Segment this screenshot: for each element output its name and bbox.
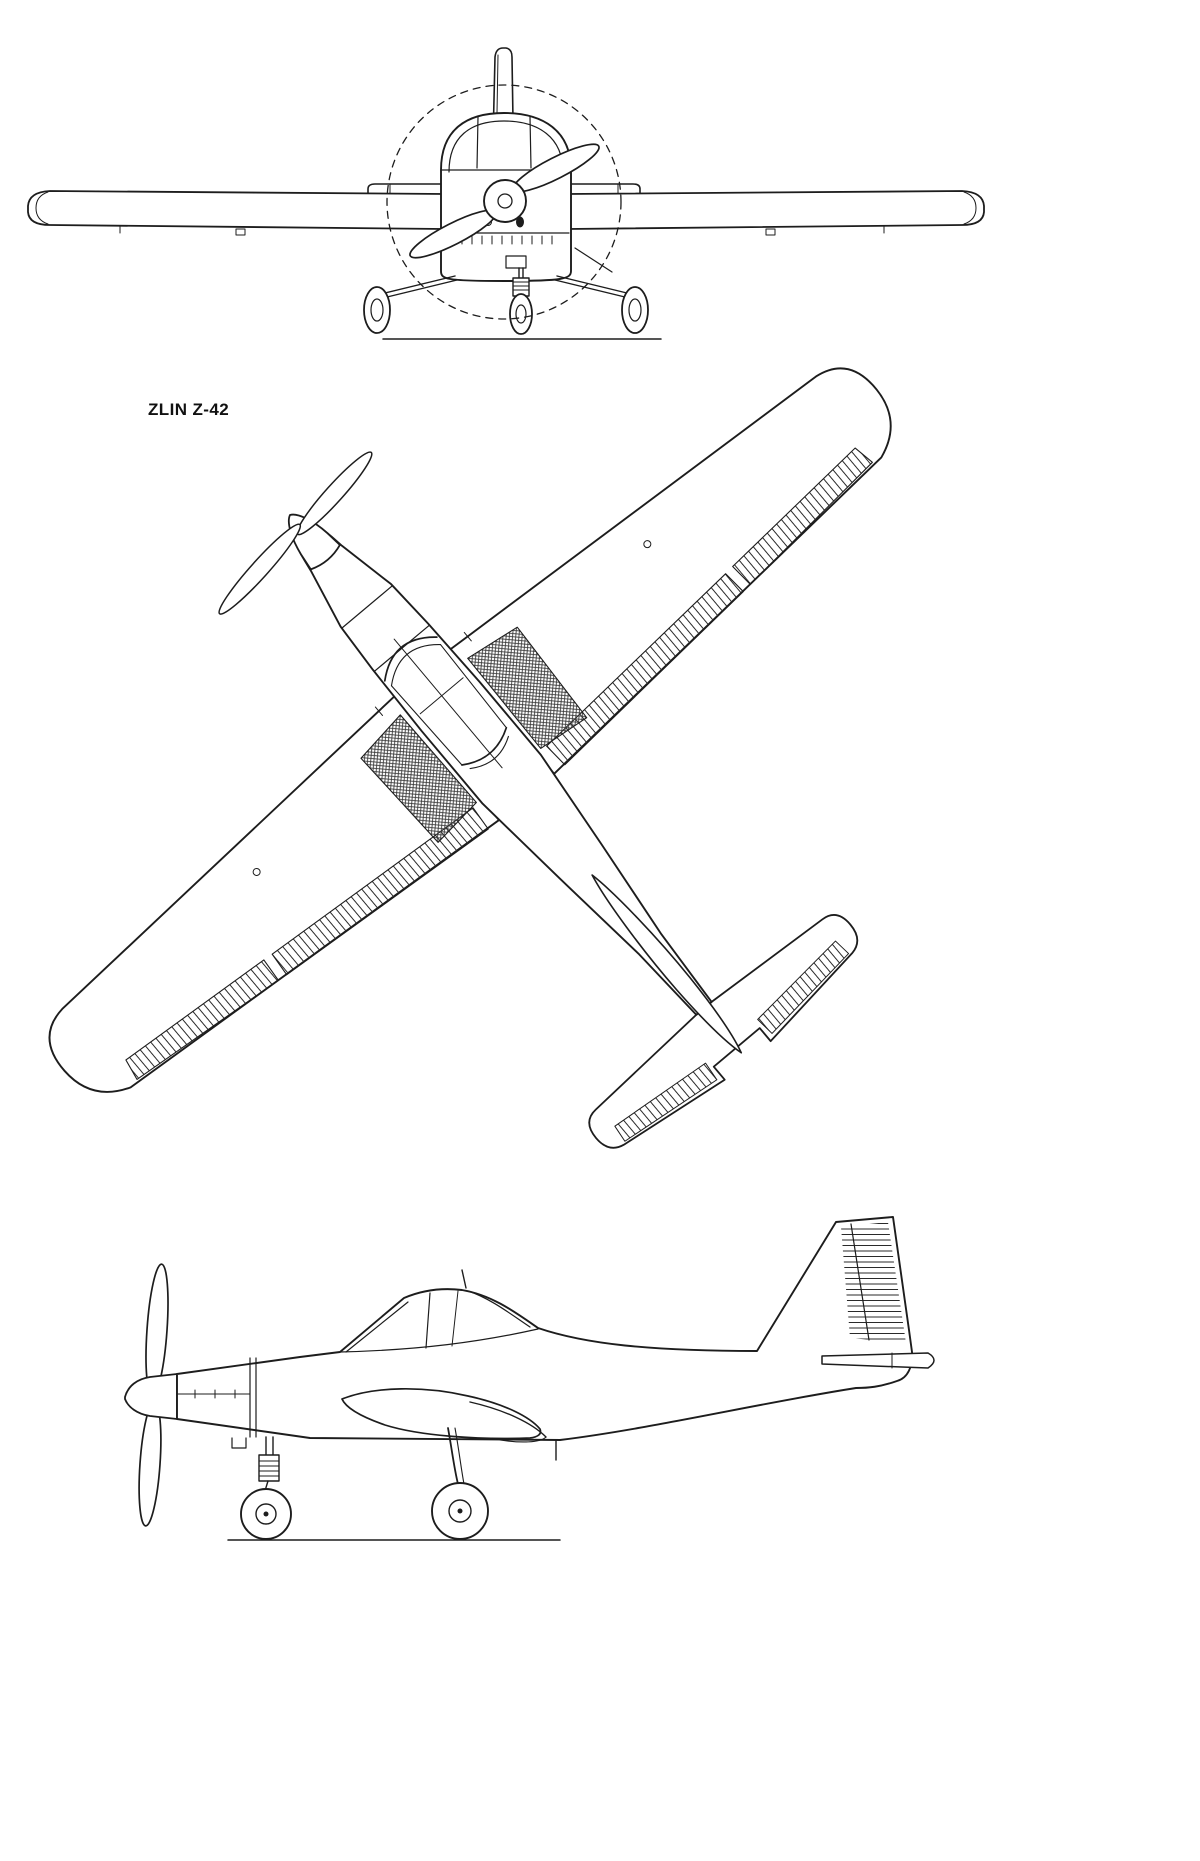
top-view — [48, 367, 892, 1149]
top-wing-right — [449, 367, 892, 775]
top-wing-left — [48, 694, 500, 1093]
side-tailplane — [821, 1352, 935, 1369]
front-wing-right — [566, 190, 985, 236]
front-landing-gear — [363, 267, 649, 335]
top-right-aileron-hatch — [732, 447, 873, 585]
front-prop-disc-dashed — [386, 84, 622, 320]
top-left-walkway-crosshatch — [360, 714, 477, 843]
front-view — [27, 47, 985, 340]
top-prop-blade-left — [218, 523, 302, 615]
top-canopy — [383, 636, 509, 770]
top-right-elevator-hatch — [757, 940, 850, 1034]
side-rudder-hinge-line — [850, 1223, 870, 1341]
side-view — [124, 1216, 935, 1541]
top-right-flap-hatch — [546, 573, 744, 766]
top-propeller — [218, 451, 373, 615]
side-fuselage — [176, 1216, 914, 1461]
aircraft-label: ZLIN Z-42 — [148, 400, 230, 419]
front-wing-left — [27, 190, 446, 236]
side-landing-gear — [240, 1427, 489, 1540]
top-right-walkway-crosshatch — [467, 626, 588, 750]
top-left-aileron-hatch — [125, 959, 279, 1080]
front-propeller — [386, 84, 622, 320]
front-right-wheel — [621, 286, 649, 334]
side-rudder-hatch — [841, 1222, 906, 1343]
top-prop-blade-right — [296, 451, 373, 536]
side-prop-blade-lower — [138, 1401, 162, 1527]
top-left-elevator-hatch — [614, 1062, 718, 1142]
side-antenna — [461, 1269, 467, 1289]
front-left-wheel — [363, 286, 391, 334]
top-left-flap-hatch — [271, 807, 489, 976]
side-wing — [341, 1388, 547, 1443]
top-fin — [591, 874, 743, 1054]
side-nose-gear-spring — [258, 1454, 280, 1482]
front-nose-wheel — [509, 293, 533, 335]
side-propeller — [124, 1263, 178, 1527]
side-spinner — [124, 1373, 178, 1420]
